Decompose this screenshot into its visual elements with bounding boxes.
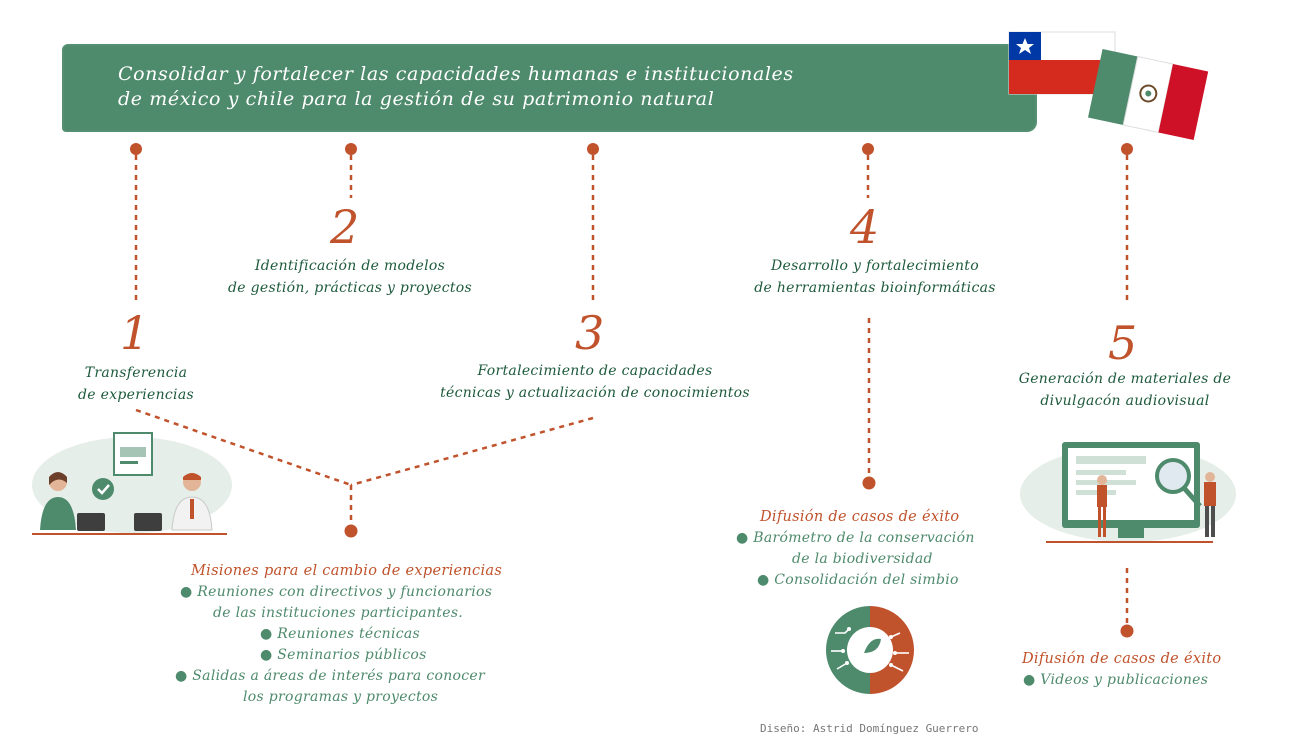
missions-bullet-4-text: Salidas a áreas de interés para conocer [192, 668, 485, 684]
missions-bullet-1-line-1: ● Reuniones con directivos y funcionario… [180, 584, 493, 600]
missions-bullet-3: ● Seminarios públicos [260, 647, 427, 663]
step-4-number: 4 [850, 200, 880, 254]
step-5-label-line-1: Generación de materiales de [1018, 371, 1232, 387]
diffusion-right-title: Difusión de casos de éxito [1022, 651, 1222, 667]
missions-bullet-4-line-2: los programas y proyectos [243, 689, 439, 705]
step-5-number: 5 [1108, 316, 1138, 370]
monitor-presentation-illustration-icon [1020, 442, 1236, 543]
step-2-label: Identificación de modelos de gestión, pr… [200, 255, 500, 299]
step-3-label: Fortalecimiento de capacidades técnicas … [410, 360, 780, 404]
step-4-label-line-1: Desarrollo y fortalecimiento [771, 258, 979, 274]
missions-bullet-3-text: Seminarios públicos [277, 647, 427, 663]
step-5-label: Generación de materiales de divulgacón a… [995, 368, 1255, 412]
step-5-label-line-2: divulgacón audiovisual [1040, 393, 1210, 409]
title-banner [62, 44, 1037, 132]
diffusion-center-title: Difusión de casos de éxito [760, 509, 960, 525]
step-2-label-line-1: Identificación de modelos [254, 258, 446, 274]
flags-illustration [1008, 31, 1209, 140]
meeting-illustration-icon [32, 432, 232, 535]
diffusion-center-bullet-2-text: Consolidación del simbio [774, 572, 959, 588]
missions-bullet-2-text: Reuniones técnicas [277, 626, 421, 642]
diffusion-center-bullet-1-text: Barómetro de la conservación [753, 530, 975, 546]
diffusion-center-bullet-1-line-1: ● Barómetro de la conservación [736, 530, 975, 546]
missions-title: Misiones para el cambio de experiencias [191, 563, 503, 579]
step-1-number: 1 [120, 306, 150, 360]
step-3-label-line-1: Fortalecimiento de capacidades [477, 363, 713, 379]
banner-title: Consolidar y fortalecer las capacidades … [118, 62, 1018, 112]
step-1-label-line-2: de experiencias [78, 387, 194, 403]
step-2-number: 2 [330, 200, 360, 254]
step-1-label: Transferencia de experiencias [36, 362, 236, 406]
diffusion-center-bullet-2: ● Consolidación del simbio [757, 572, 959, 588]
missions-bullet-1-line-2: de las instituciones participantes. [213, 605, 464, 621]
step-3-number: 3 [575, 306, 605, 360]
step-1-label-line-1: Transferencia [84, 365, 188, 381]
banner-title-line-1: Consolidar y fortalecer las capacidades … [118, 63, 794, 85]
step-4-label: Desarrollo y fortalecimiento de herramie… [725, 255, 1025, 299]
diffusion-right-bullet-1-text: Videos y publicaciones [1040, 672, 1209, 688]
diffusion-center-bullet-1-line-2: de la biodiversidad [792, 551, 933, 567]
missions-bullet-4-line-1: ● Salidas a áreas de interés para conoce… [175, 668, 485, 684]
banner-title-line-2: de méxico y chile para la gestión de su … [118, 88, 715, 110]
step-3-label-line-2: técnicas y actualización de conocimiento… [440, 385, 750, 401]
step-4-label-line-2: de herramientas bioinformáticas [754, 280, 996, 296]
simbio-logo-icon [826, 606, 914, 694]
design-credit: Diseño: Astrid Domínguez Guerrero [760, 722, 979, 735]
mexico-flag-icon [1088, 49, 1209, 140]
missions-bullet-1-text: Reuniones con directivos y funcionarios [197, 584, 493, 600]
missions-bullet-2: ● Reuniones técnicas [260, 626, 421, 642]
step-2-label-line-2: de gestión, prácticas y proyectos [228, 280, 472, 296]
diffusion-right-bullet-1: ● Videos y publicaciones [1023, 672, 1209, 688]
